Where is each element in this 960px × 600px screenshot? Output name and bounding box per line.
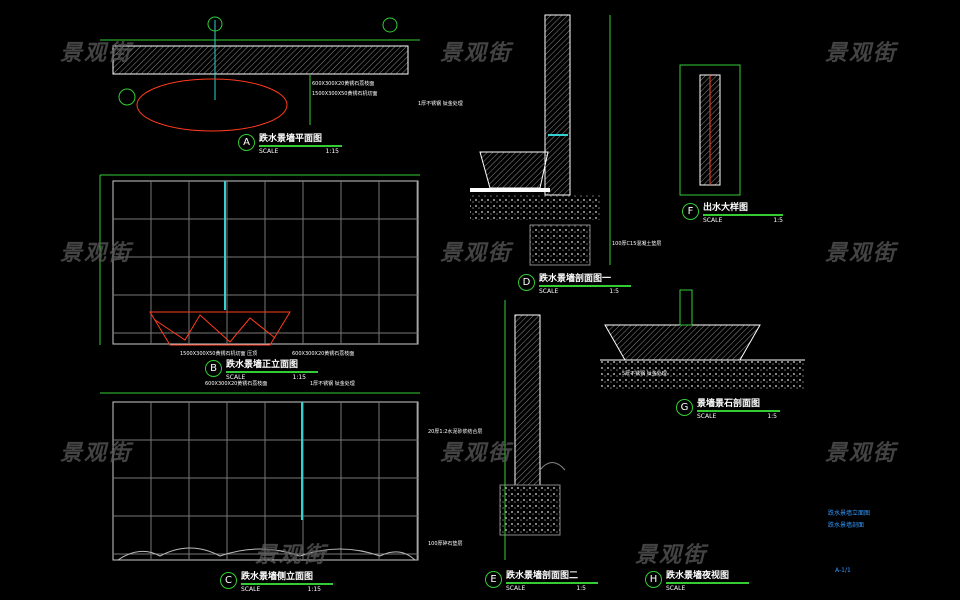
scale-value: 1:15 [325,148,339,155]
section-view-e [499,300,566,560]
scale-label: SCALE [697,413,717,420]
view-title: 跌水景墙正立面图 [226,360,319,373]
section-view-g [600,289,805,390]
view-title: 跌水景墙平面图 [259,134,343,147]
scale-value: 1:15 [307,586,321,593]
scale-label: SCALE [703,217,723,224]
watermark: 景观街 [440,41,513,66]
view-title: 跌水景墙剖面图一 [539,274,632,287]
annotation: 100厚C15混凝土垫层 [612,241,662,247]
watermark: 景观街 [440,241,513,266]
scale-label: SCALE [226,374,246,381]
watermark: 景观街 [635,543,708,568]
watermark: 景观街 [825,241,898,266]
watermark: 景观街 [440,441,513,466]
watermark: 景观街 [60,41,133,66]
scale-value: 1:15 [292,374,306,381]
view-id: B [205,360,222,377]
annotation: 20厚1:2水泥砂浆结合层 [428,429,483,435]
drawing-code: A-1/1 [835,567,851,574]
elevation-view-b [99,174,420,346]
view-title: 跌水景墙夜视图 [666,571,750,584]
view-id: C [220,572,237,589]
watermark: 景观街 [255,543,328,568]
elevation-view-c [100,392,420,561]
plan-view-a [100,16,420,132]
scale-value: 1:5 [773,217,783,224]
view-id: F [682,203,699,220]
legend-line-2: 跌水景墙剖面 [828,522,865,529]
annotation: 100厚碎石垫层 [428,541,463,547]
view-id: D [518,274,535,291]
scale-label: SCALE [241,586,261,593]
scale-value: 1:5 [576,585,586,592]
annotation: 1500X300X50黄锈石机切面 [312,91,378,97]
watermark: 景观街 [60,441,133,466]
view-id: G [676,399,693,416]
view-title: 跌水景墙侧立面图 [241,572,334,585]
legend-line-1: 跌水景墙立面图 [828,510,871,517]
view-title: 跌水景墙剖面图二 [506,571,599,584]
view-id: E [485,571,502,588]
detail-view-f [679,64,741,196]
scale-value: 1:5 [767,413,777,420]
annotation: 5厚不锈钢 钛金处理 [622,371,667,377]
scale-label: SCALE [506,585,526,592]
annotation: 600X300X20黄锈石荔枝面 [205,381,268,387]
scale-value: 1:5 [609,288,619,295]
annotation: 1500X300X50黄锈石机切面 压顶 [180,351,258,357]
scale-label: SCALE [539,288,559,295]
watermark: 景观街 [60,241,133,266]
scale-label: SCALE [666,585,686,592]
annotation: 1厚不锈钢 钛金处理 [310,381,355,387]
annotation: 1厚不锈钢 钛金处理 [418,101,463,107]
annotation: 600X300X20黄锈石荔枝面 [312,81,375,87]
scale-label: SCALE [259,148,279,155]
view-title: 景墙景石剖面图 [697,399,781,412]
watermark: 景观街 [825,41,898,66]
view-id: A [238,134,255,151]
annotation: 600X300X20黄锈石荔枝面 [292,351,355,357]
view-title: 出水大样图 [703,203,783,216]
watermark: 景观街 [825,441,898,466]
view-id: H [645,571,662,588]
section-view-d [470,14,611,266]
